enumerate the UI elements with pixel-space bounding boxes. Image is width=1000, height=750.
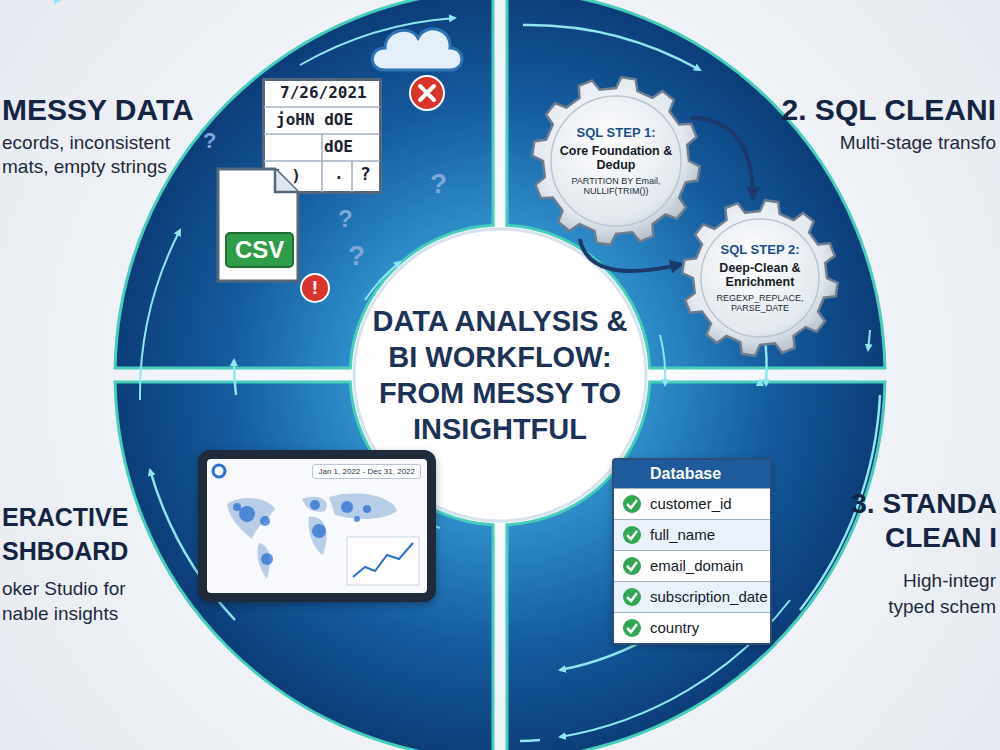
- dashboard-tablet: Jan 1, 2022 - Dec 31, 2022: [198, 450, 436, 602]
- stage-desc: Multi-stage transfo: [840, 132, 996, 154]
- csv-file-icon: CSV: [215, 166, 301, 284]
- diagram-title: DATA ANALYSIS & BI WORKFLOW: FROM MESSY …: [370, 303, 630, 447]
- cloud-icon: [372, 29, 462, 70]
- table-header: Database: [614, 460, 770, 488]
- column-name: subscription_date: [650, 587, 764, 607]
- check-icon: [622, 618, 642, 638]
- column-name: customer_id: [650, 494, 764, 514]
- step-title: Core Foundation & Dedup: [558, 144, 674, 173]
- stage-title: MESSY DATA: [2, 92, 194, 127]
- flow-arrow: [580, 239, 682, 271]
- date-range: Jan 1, 2022 - Dec 31, 2022: [318, 466, 415, 477]
- stage-desc: nable insights: [2, 603, 118, 625]
- check-icon: [622, 525, 642, 545]
- gear-text: SQL STEP 2: Deep-Clean & EnrichmentREGEXP…: [702, 243, 818, 313]
- cell-text: dOE: [324, 137, 353, 157]
- database-table: Database customer_id full_name email_domain…: [612, 458, 772, 645]
- stage-title: CLEAN I: [885, 522, 997, 554]
- table-row: customer_id: [614, 488, 770, 519]
- column-name: full_name: [650, 525, 764, 545]
- stage-title: ERACTIVE: [2, 503, 128, 532]
- question-mark: ?: [338, 205, 353, 233]
- stage-desc: mats, empty strings: [2, 156, 167, 178]
- cell-text: ?: [360, 164, 371, 184]
- file-type: CSV: [235, 236, 284, 264]
- step-functions: REGEXP_REPLACE, PARSE_DATE: [702, 293, 818, 314]
- table-row: subscription_date: [614, 581, 770, 612]
- question-mark: ?: [348, 240, 365, 272]
- gear-text: SQL STEP 1: Core Foundation & DedupPARTIT…: [558, 126, 674, 196]
- stage-desc: oker Studio for: [2, 578, 126, 600]
- cell-text: 7/26/2021: [280, 83, 367, 103]
- table-row: country: [614, 612, 770, 643]
- stage-desc: High-integr: [903, 570, 996, 592]
- question-mark: ?: [203, 128, 216, 153]
- map-chart: [207, 459, 427, 593]
- stage-title: 3. STANDA: [851, 488, 997, 520]
- cell-text: .: [334, 164, 344, 184]
- question-mark: ?: [430, 168, 447, 200]
- table-row: full_name: [614, 519, 770, 550]
- file-badge: CSV: [225, 232, 294, 268]
- column-name: email_domain: [650, 556, 764, 576]
- check-icon: [622, 587, 642, 607]
- stage-desc: ecords, inconsistent: [2, 132, 170, 154]
- tablet-screen: Jan 1, 2022 - Dec 31, 2022: [207, 459, 427, 593]
- cell-text: joHN dOE: [276, 110, 353, 130]
- step-heading: SQL STEP 1:: [558, 126, 674, 141]
- step-title: Deep-Clean & Enrichment: [702, 261, 818, 290]
- stage-desc: typed schem: [888, 596, 996, 618]
- table-row: email_domain: [614, 550, 770, 581]
- header-text: Database: [650, 464, 762, 484]
- check-icon: [622, 556, 642, 576]
- stage-title: 2. SQL CLEANI: [782, 92, 996, 127]
- flow-arrow: [691, 118, 754, 198]
- gear-step: SQL STEP 2: Deep-Clean & EnrichmentREGEXP…: [680, 198, 840, 358]
- alert-mark: !: [312, 277, 318, 299]
- stage-title: SHBOARD: [2, 537, 128, 566]
- step-heading: SQL STEP 2:: [702, 243, 818, 258]
- check-icon: [622, 494, 642, 514]
- error-icon: [218, 76, 444, 302]
- column-name: country: [650, 618, 764, 638]
- gear-step: SQL STEP 1: Core Foundation & DedupPARTIT…: [530, 75, 702, 247]
- step-functions: PARTITION BY Email, NULLIF(TRIM()): [558, 176, 674, 197]
- date-range-picker: Jan 1, 2022 - Dec 31, 2022: [312, 464, 421, 479]
